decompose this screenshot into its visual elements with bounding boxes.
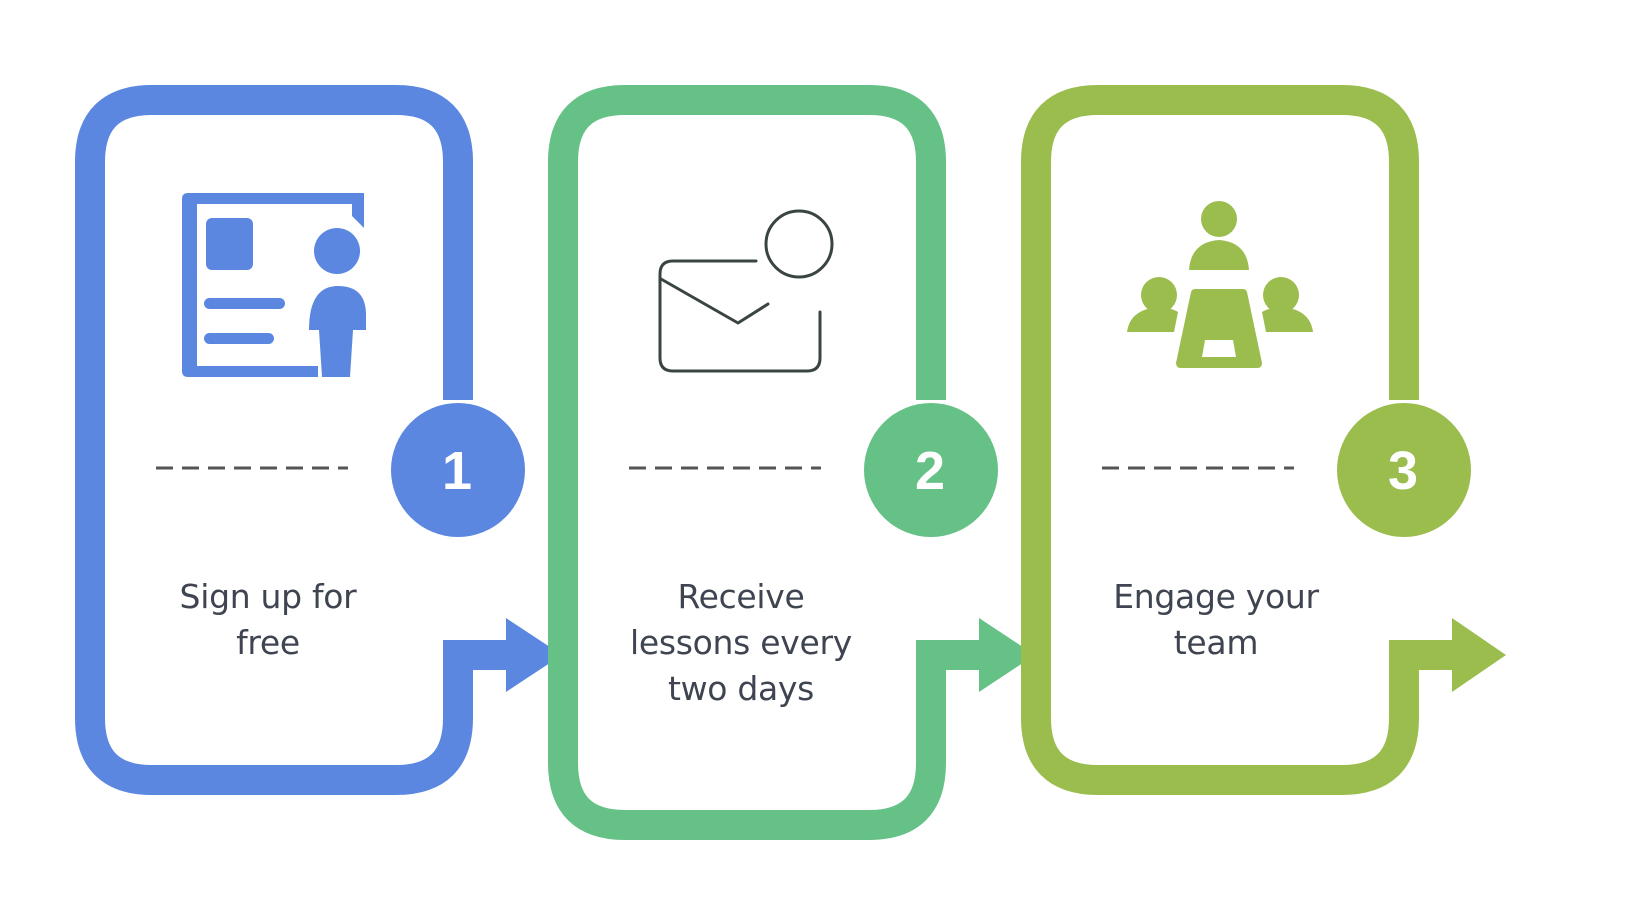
team-meeting-table-icon xyxy=(1127,201,1313,368)
step-2-number: 2 xyxy=(915,441,945,501)
step-1-arrow xyxy=(443,618,562,692)
step-3-label: Engage your team xyxy=(1113,577,1319,662)
step-1-card-border xyxy=(75,85,473,795)
step-1: 1 xyxy=(75,85,562,795)
step-3-number-badge xyxy=(1337,403,1471,537)
step-2-number-badge xyxy=(864,403,998,537)
step-3-card-border xyxy=(1021,85,1419,795)
mail-notification-icon xyxy=(658,209,834,373)
step-2-card-border xyxy=(548,85,946,840)
step-1-label: Sign up for free xyxy=(179,577,357,662)
step-3-number: 3 xyxy=(1388,441,1418,501)
step-2-label: Receive lessons every two days xyxy=(630,577,852,708)
step-2: 2 xyxy=(548,85,1035,840)
presentation-board-person-icon xyxy=(182,193,366,377)
step-2-arrow xyxy=(916,618,1035,692)
step-3: 3 xyxy=(1021,85,1506,795)
step-1-number: 1 xyxy=(442,441,472,501)
step-3-arrow xyxy=(1389,618,1506,692)
step-1-number-badge xyxy=(391,403,525,537)
